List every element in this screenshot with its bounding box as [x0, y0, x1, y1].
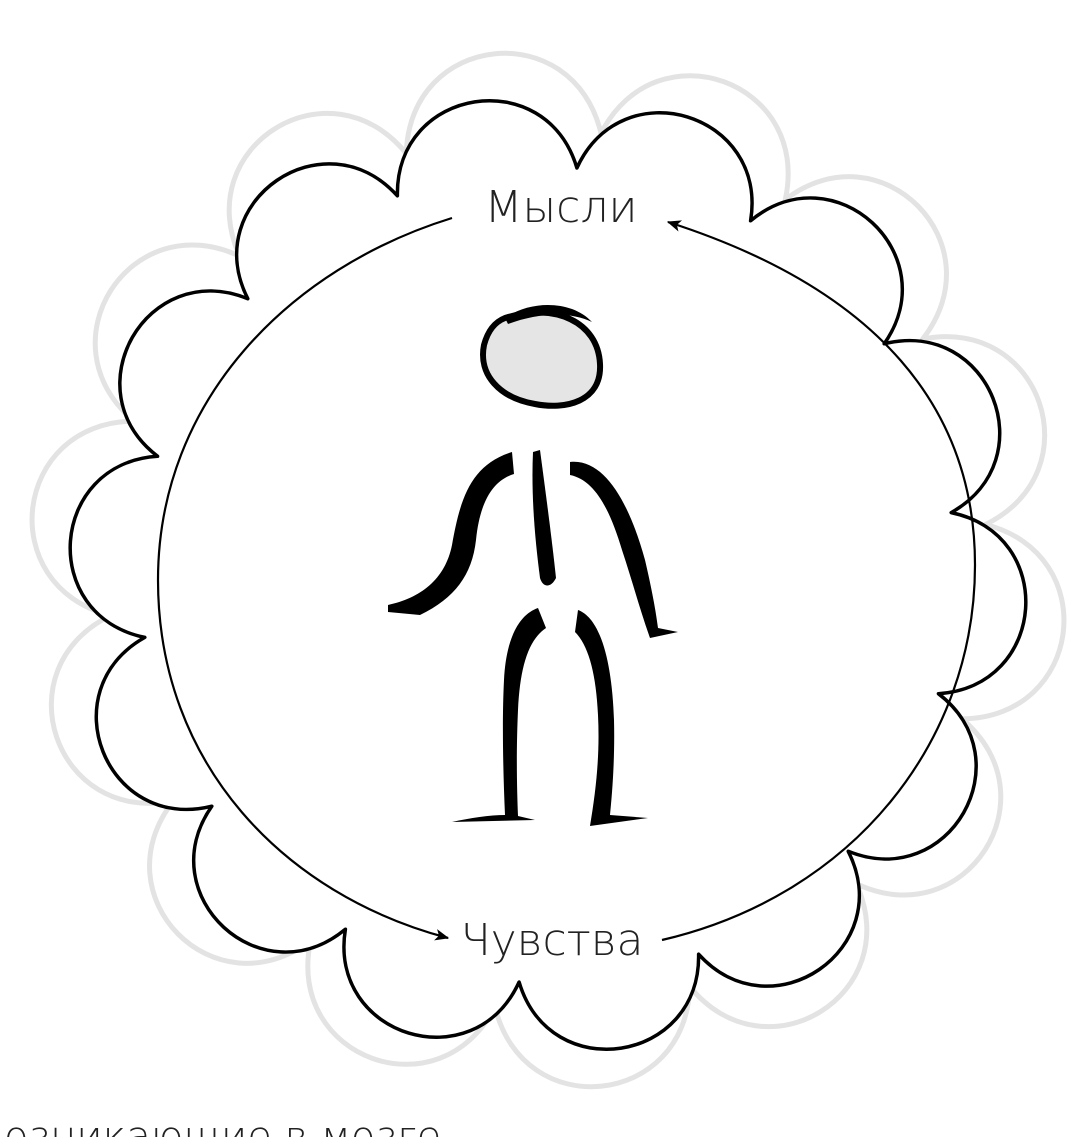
- figure-head: [483, 313, 600, 406]
- bottom-caption: озникающие в мозге: [4, 1114, 441, 1137]
- feelings-label: Чувства: [460, 915, 643, 966]
- thoughts-label: Мысли: [485, 182, 638, 233]
